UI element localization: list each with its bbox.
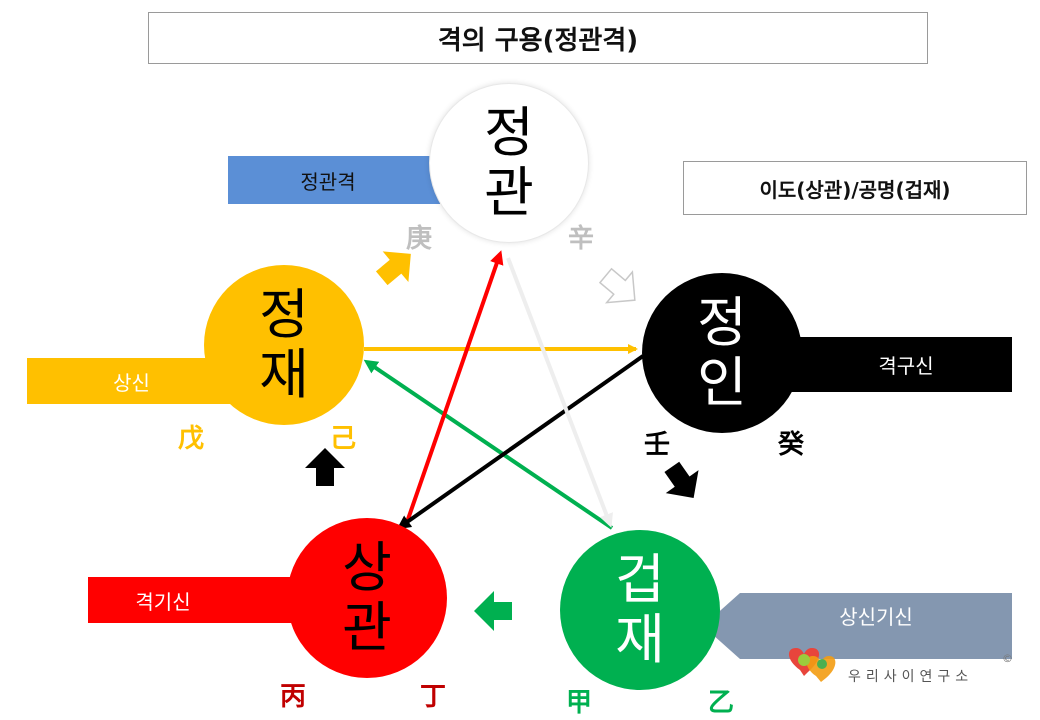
tag-sangsin: 상신	[113, 370, 150, 395]
tag-jeonggwangyeok-shape	[228, 156, 440, 204]
node-sanggwan-char2: 관	[342, 596, 392, 659]
tag-sangsin-shape	[27, 358, 236, 404]
tag-gyeokgusin-shape	[785, 337, 1012, 392]
tag-jeonggwangyeok: 정관격	[300, 169, 356, 194]
line-sanggwan-to-jeonggwan	[404, 250, 504, 526]
node-geopjae-char1: 겁	[615, 548, 665, 611]
stem-gi: 己	[330, 424, 357, 454]
tag-sangsingisin-shape	[703, 593, 1012, 659]
tag-sangsingisin: 상신기신	[839, 604, 913, 629]
stem-im: 壬	[644, 430, 671, 460]
note-box: 이도(상관)/공명(겁재)	[683, 161, 1027, 215]
node-geopjae-char2: 재	[615, 608, 665, 671]
node-sanggwan: 상 관	[287, 518, 447, 678]
stem-gap: 甲	[566, 688, 593, 718]
node-jeongjae-char1: 정	[259, 283, 309, 346]
diagram-title: 격의 구용(정관격)	[148, 12, 928, 64]
stem-mu: 戊	[178, 424, 205, 454]
node-geopjae: 겁 재	[560, 530, 720, 690]
block-arrow-jeongjae-to-jeonggwan	[375, 251, 411, 286]
line-jeonggwan-to-geopjae	[506, 257, 613, 528]
copyright-mark: ©	[1002, 652, 1013, 665]
node-jeongin-char2: 인	[697, 351, 747, 414]
line-geopjae-to-jeongjae	[363, 359, 614, 530]
logo-hearts-icon	[788, 648, 836, 682]
block-arrow-geopjae-to-sanggwan	[474, 591, 512, 631]
stem-sin: 辛	[568, 224, 595, 254]
block-arrow-jeonggwan-to-jeongin	[598, 267, 636, 304]
node-jeonggwan: 정 관	[429, 83, 589, 243]
stem-jeong: 丁	[420, 682, 447, 712]
tag-gyeokgisin-shape	[88, 577, 306, 623]
tag-gyeokgusin: 격구신	[878, 354, 934, 378]
node-sanggwan-char1: 상	[342, 536, 392, 599]
node-jeongjae-char2: 재	[259, 343, 309, 406]
stem-byeong: 丙	[280, 682, 307, 712]
node-jeongjae: 정 재	[204, 265, 364, 425]
node-jeonggwan-char2: 관	[484, 161, 534, 224]
stem-gye: 癸	[778, 430, 805, 460]
block-arrow-jeongin-to-geopjae	[664, 461, 699, 499]
stem-eul: 乙	[708, 688, 735, 718]
line-jeongin-to-sanggwan	[396, 354, 645, 530]
node-jeonggwan-char1: 정	[484, 101, 534, 164]
block-arrow-sanggwan-to-jeongjae	[305, 448, 345, 486]
node-jeongin-char1: 정	[697, 291, 747, 354]
tag-gyeokgisin: 격기신	[135, 589, 191, 614]
logo-text: 우리사이연구소	[848, 669, 974, 685]
stem-gyeong: 庚	[406, 224, 433, 254]
node-jeongin: 정 인	[642, 273, 802, 433]
